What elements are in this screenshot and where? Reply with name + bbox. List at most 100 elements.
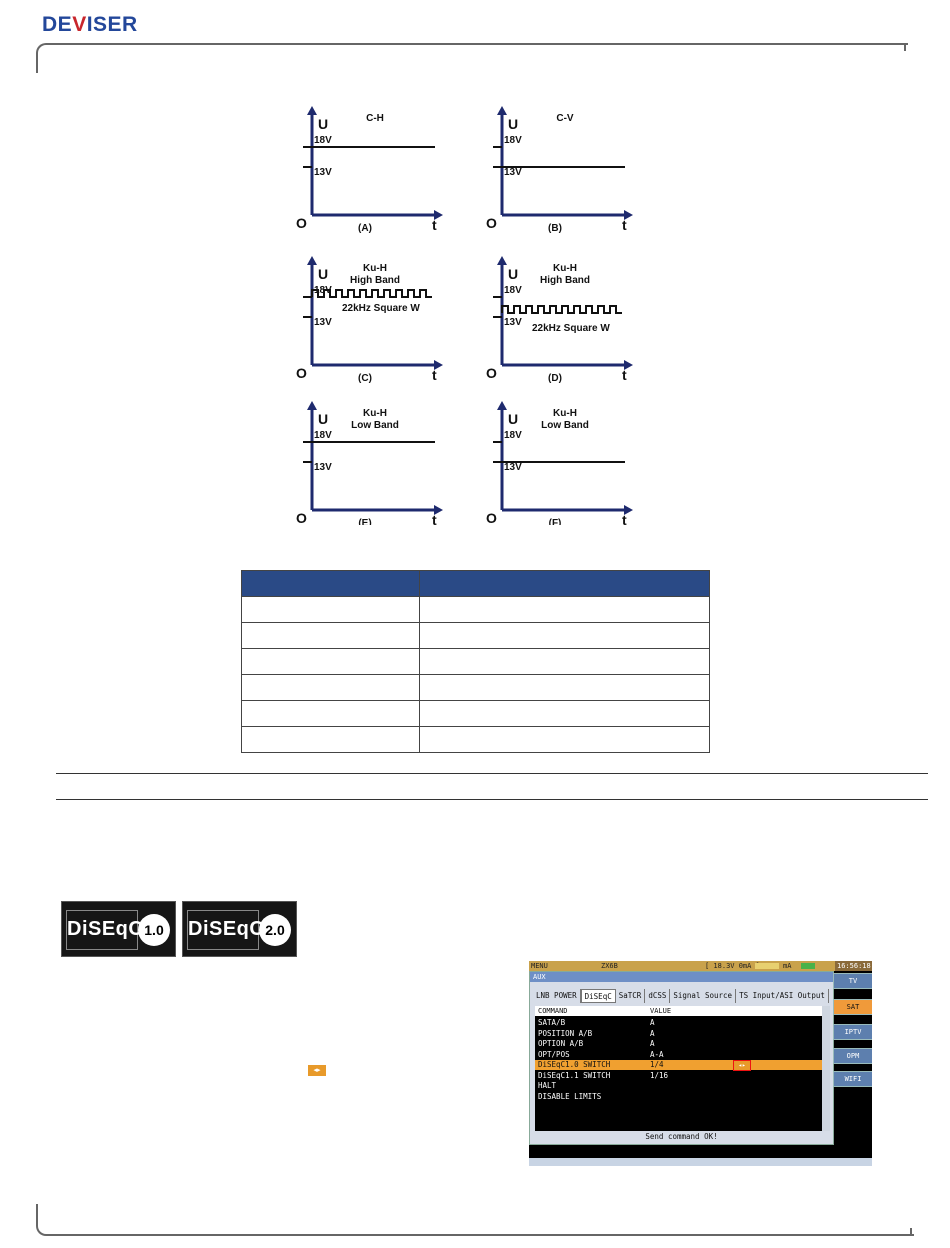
origin-label: O [296, 365, 307, 381]
table-header-cell [419, 570, 710, 597]
label-18v: 18V [314, 135, 332, 146]
level-readout: ZX6B [601, 962, 618, 970]
table-row [241, 622, 710, 649]
x-axis-arrow [434, 360, 443, 370]
list-item[interactable]: OPTION A/B A [535, 1039, 822, 1049]
table-cell [419, 726, 710, 753]
command-value: A [650, 1039, 655, 1048]
label-18v: 18V [504, 430, 522, 441]
label-18v: 18V [504, 135, 522, 146]
lnb-bar-icon [755, 963, 779, 969]
y-axis-arrow [307, 256, 317, 265]
logo-frame [187, 910, 259, 950]
axis-label-u: U [508, 411, 518, 427]
scrollbar[interactable] [822, 1006, 830, 1131]
side-button-sat[interactable]: SAT [833, 999, 872, 1015]
tab-ts-input-asi-output[interactable]: TS Input/ASI Output [736, 989, 829, 1003]
x-axis-arrow [624, 505, 633, 515]
logo-text: DiSEqC [67, 918, 144, 940]
list-item[interactable]: OPT/POS A-A [535, 1050, 822, 1060]
command-name: POSITION A/B [538, 1028, 593, 1038]
label-18v: 18V [504, 285, 522, 296]
device-status-bar: MENU ZX6B [ 18.3V 0mA ] mA 16:56:18 [529, 961, 872, 971]
footer-rule [36, 1204, 914, 1236]
side-button-wifi[interactable]: WIFI [833, 1071, 872, 1087]
section-rule-bottom [56, 799, 928, 800]
origin-label: O [296, 215, 307, 231]
command-name: OPTION A/B [538, 1039, 584, 1048]
list-item[interactable]: HALT [535, 1081, 822, 1091]
label-13v: 13V [504, 167, 522, 178]
col-value: VALUE [650, 1007, 672, 1015]
axis-label-u: U [318, 411, 328, 427]
axis-label-u: U [318, 266, 328, 282]
table-cell [419, 700, 710, 727]
axis-label-t: t [432, 217, 437, 233]
panel-caption: (E) [358, 518, 371, 525]
command-name: DiSEqC1.0 SWITCH [538, 1060, 611, 1069]
table-cell [419, 648, 710, 675]
tab-lnb-power[interactable]: LNB POWER [533, 989, 581, 1003]
clock: 16:56:18 [835, 961, 872, 971]
panel-title: Ku-H [553, 408, 577, 419]
axis-label-t: t [622, 512, 627, 525]
axis-label-u: U [508, 116, 518, 132]
table-cell [419, 596, 710, 623]
command-name: HALT [538, 1081, 557, 1090]
command-name: DiSEqC1.1 SWITCH [538, 1070, 611, 1080]
table-cell [241, 700, 420, 727]
table-cell [241, 674, 420, 701]
window-title: AUX [530, 972, 833, 982]
logo-version: 1.0 [138, 914, 170, 946]
label-13v: 13V [314, 317, 332, 328]
table-row [241, 700, 710, 727]
side-button-opm[interactable]: OPM [833, 1048, 872, 1064]
origin-label: O [486, 215, 497, 231]
panel-title: Ku-H [553, 263, 577, 274]
axis-label-t: t [622, 217, 627, 233]
command-value: A-A [650, 1049, 664, 1059]
voltage-readout: [ 18.3V 0mA ] [705, 962, 760, 970]
tab-diseqc[interactable]: DiSEqC [580, 989, 616, 1003]
current-unit: mA [783, 962, 792, 970]
command-value: A [650, 1018, 655, 1027]
tab-signal-source[interactable]: Signal Source [670, 989, 737, 1003]
menu-label[interactable]: MENU [531, 962, 548, 970]
panel-subtitle: Low Band [351, 420, 399, 431]
table-cell [241, 622, 420, 649]
panel-title: C-H [366, 113, 384, 124]
diseqc-1-0-logo: DiSEqC 1.0 [61, 901, 176, 957]
y-axis-arrow [497, 401, 507, 410]
label-13v: 13V [314, 167, 332, 178]
side-button-tv[interactable]: TV [833, 973, 872, 989]
list-item[interactable]: DISABLE LIMITS [535, 1092, 822, 1102]
table-row [241, 648, 710, 675]
left-right-arrow-icon[interactable]: ◂▸ [733, 1060, 751, 1071]
label-13v: 13V [504, 462, 522, 473]
y-axis-arrow [307, 106, 317, 115]
tab-dcss[interactable]: dCSS [645, 989, 671, 1003]
panel-subtitle: Low Band [541, 420, 589, 431]
status-message: Send command OK! [645, 1132, 718, 1141]
origin-label: O [486, 365, 497, 381]
tab-satcr[interactable]: SaTCR [616, 989, 646, 1003]
table-cell [419, 674, 710, 701]
list-item[interactable]: DiSEqC1.0 SWITCH 1/4 ◂▸ [535, 1060, 822, 1071]
table-cell [241, 596, 420, 623]
command-value: 1/4 [650, 1060, 664, 1069]
side-button-iptv[interactable]: IPTV [833, 1024, 872, 1040]
panel-title: Ku-H [363, 263, 387, 274]
table-header-cell [241, 570, 420, 597]
x-axis-arrow [624, 360, 633, 370]
table-header-row [241, 570, 710, 597]
y-axis-arrow [497, 106, 507, 115]
command-name: OPT/POS [538, 1049, 570, 1059]
header-rule-end [904, 43, 906, 51]
